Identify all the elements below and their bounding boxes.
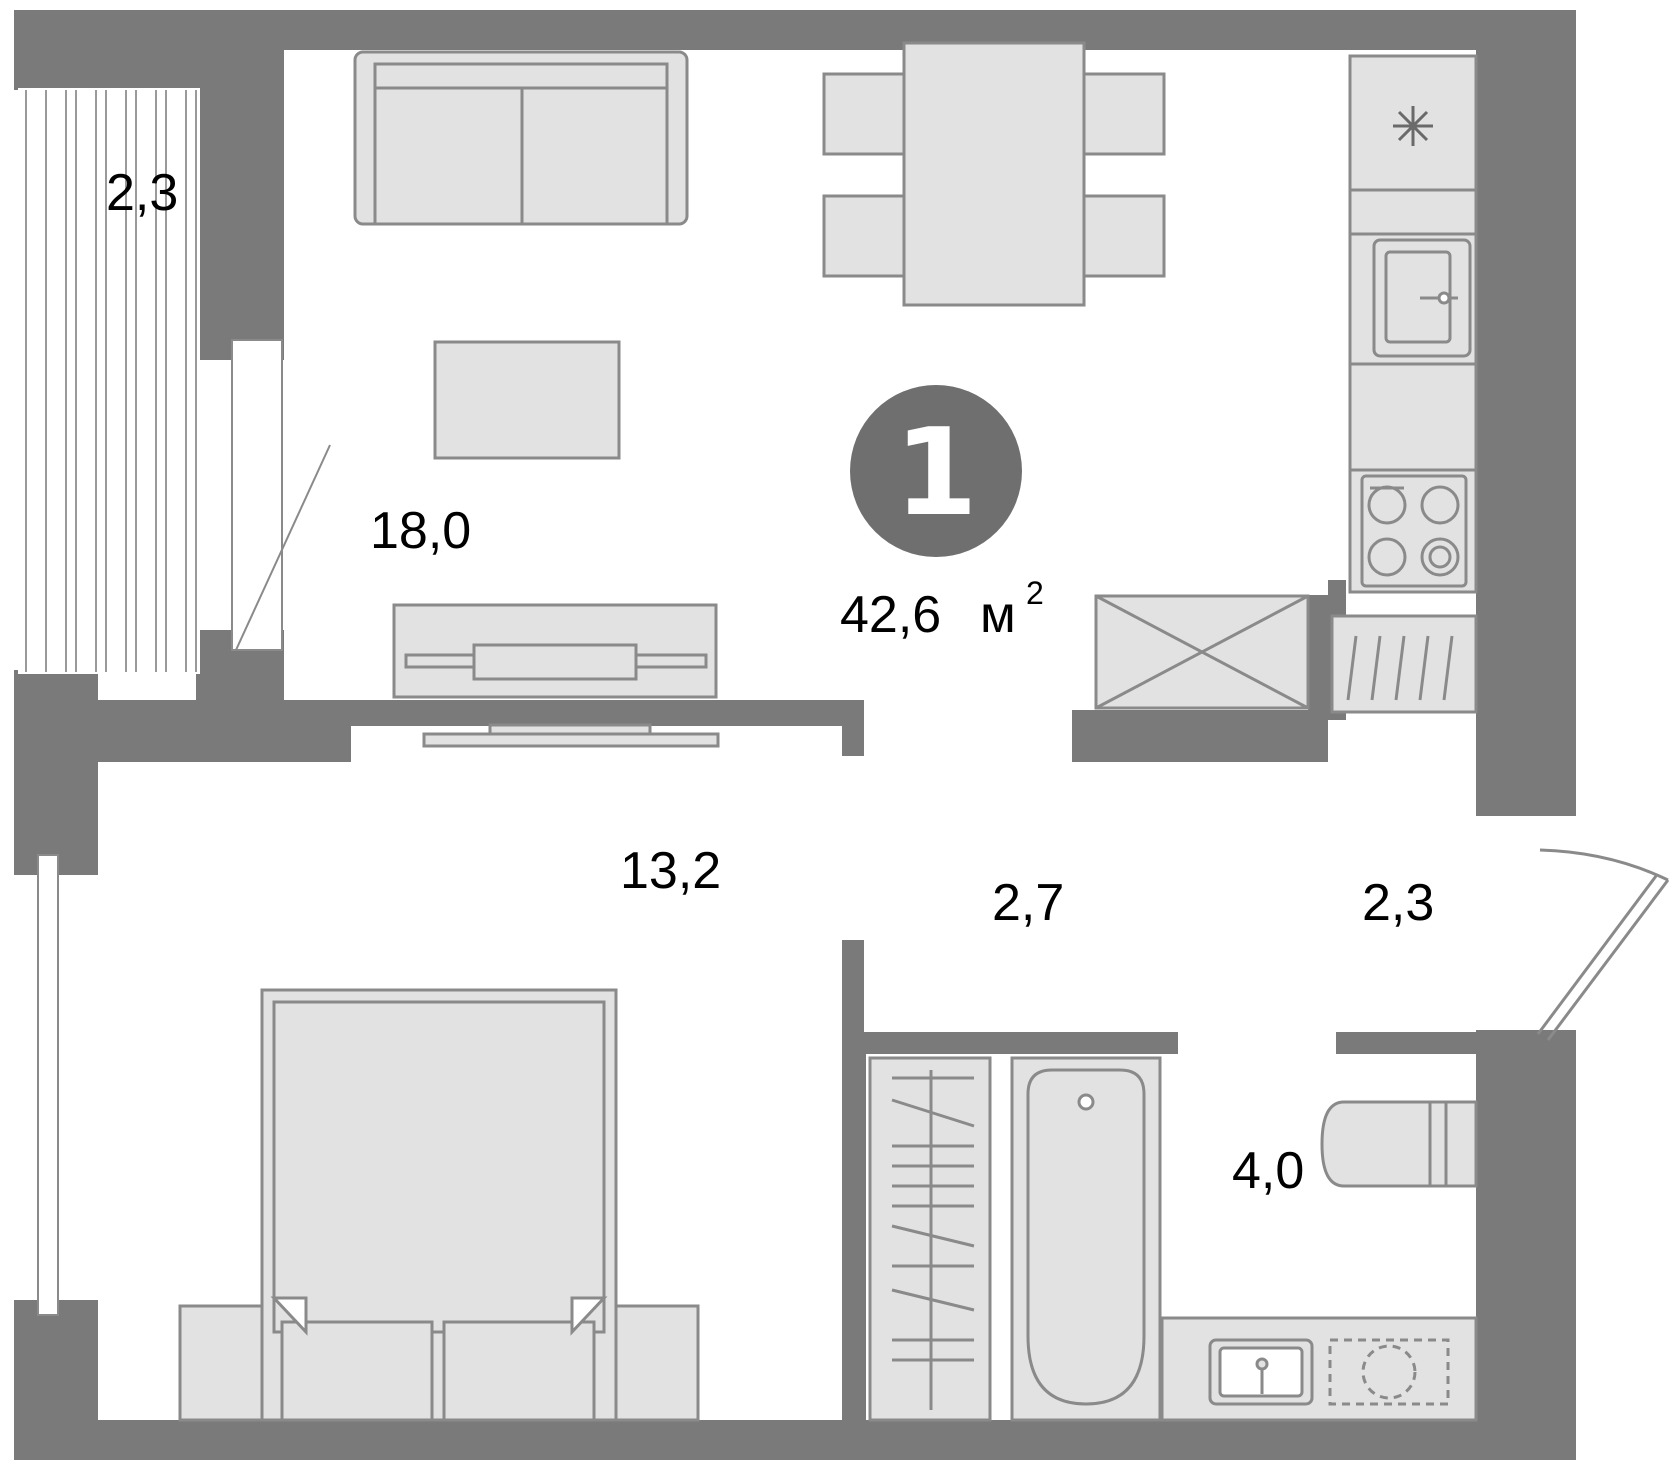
walls [14, 10, 1576, 1460]
washing-machine-icon [1328, 1338, 1450, 1406]
balcony-area: 2,3 [106, 164, 178, 222]
vanity [1160, 1316, 1478, 1422]
bathroom-area: 4,0 [1232, 1142, 1304, 1200]
sofa [353, 50, 689, 226]
bathtub [1010, 1056, 1162, 1422]
laundry-rack [868, 1056, 992, 1422]
hall-area: 2,3 [1362, 874, 1434, 932]
kitchen-sink-icon [1372, 238, 1472, 358]
rooms-badge: 1 [850, 385, 1022, 557]
balcony-glazing-lines [25, 90, 197, 672]
bedroom-area: 13,2 [620, 842, 721, 900]
bed [178, 988, 700, 1422]
rooms-count: 1 [894, 404, 978, 543]
tv-stand [392, 603, 720, 748]
fridge-icon [1393, 106, 1433, 146]
kitchen-living-area: 18,0 [370, 502, 471, 560]
total-area-unit-exp: 2 [1026, 575, 1044, 611]
total-area-label: 42,6 м 2 [840, 575, 1044, 644]
toilet [1320, 1100, 1478, 1188]
coffee-table [433, 340, 621, 460]
total-area-unit: м [980, 586, 1016, 644]
bedroom-window [37, 854, 59, 1316]
corridor-area: 2,7 [992, 874, 1064, 932]
balcony-door [231, 339, 283, 651]
wardrobe-kitchen [1330, 614, 1478, 714]
storage-box [1094, 594, 1310, 710]
entrance-door [1536, 848, 1670, 1041]
rooms-badge-circle [850, 385, 1022, 557]
door-swing-line [235, 444, 331, 651]
balcony [18, 88, 331, 674]
dining-table [822, 41, 1166, 307]
total-area-value: 42,6 [840, 586, 941, 644]
stove-icon [1360, 474, 1468, 588]
